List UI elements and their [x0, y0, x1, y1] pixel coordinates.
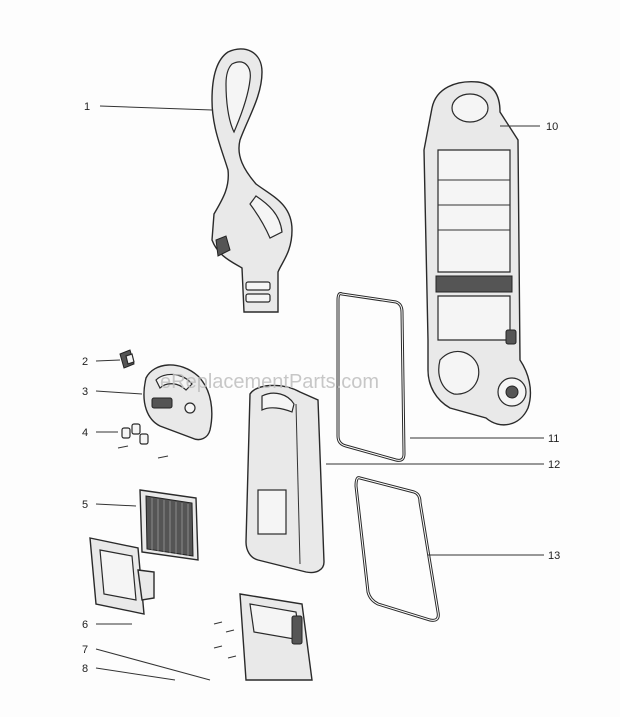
part-12-cover-panel	[245, 384, 325, 574]
callout-8: 8	[82, 663, 88, 675]
callout-1: 1	[84, 101, 90, 113]
leader-lines	[95, 105, 544, 681]
part-lower-base	[213, 593, 313, 681]
part-4-fasteners	[117, 423, 169, 459]
part-11-gasket	[336, 292, 406, 462]
watermark-text: eReplacementParts.com	[160, 371, 379, 393]
callout-2: 2	[82, 356, 88, 368]
callout-3: 3	[82, 386, 88, 398]
callout-6: 6	[82, 619, 88, 631]
callout-5: 5	[82, 499, 88, 511]
part-5-filter	[139, 489, 199, 561]
part-2-clip	[119, 349, 135, 369]
part-6-filter-tray	[89, 537, 155, 615]
part-1-handle	[211, 48, 293, 313]
part-13-gasket	[354, 476, 440, 622]
callout-12: 12	[548, 459, 560, 471]
callout-13: 13	[548, 550, 560, 562]
callout-10: 10	[546, 121, 558, 133]
part-10-body-frame	[423, 81, 532, 426]
callout-11: 11	[548, 433, 559, 445]
callout-7: 7	[82, 644, 88, 656]
part-3-filter-door	[143, 364, 213, 441]
callout-4: 4	[82, 427, 88, 439]
